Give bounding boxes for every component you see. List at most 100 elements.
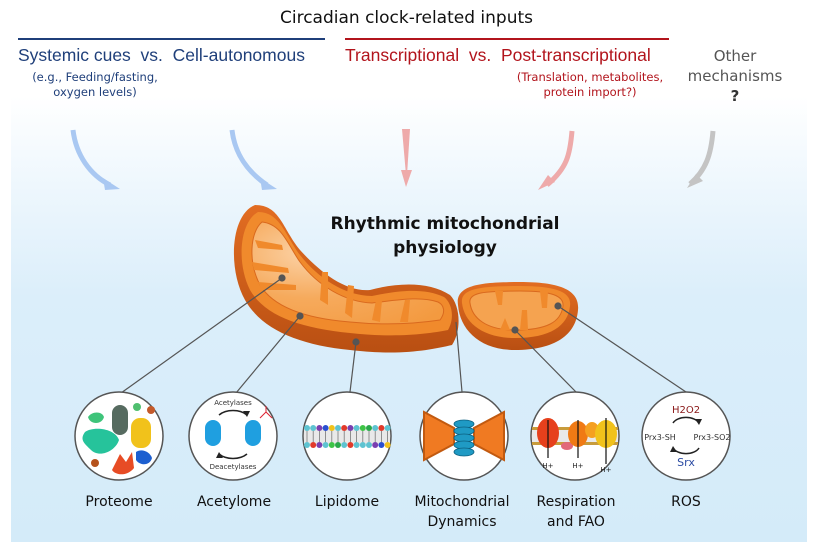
post-transcriptional-arrow xyxy=(538,130,575,190)
acetylome-circle: Acetylases Deacetylases xyxy=(188,391,278,481)
lipid-head xyxy=(328,442,335,448)
label-mitochondrial-dynamics: Mitochondrial Dynamics xyxy=(402,492,522,532)
other-line2: mechanisms xyxy=(687,67,783,85)
lipid-head xyxy=(310,425,317,431)
systemic-note-line2: oxygen levels) xyxy=(53,85,137,99)
connector-dot-ros xyxy=(554,302,562,310)
prx3-sh-label: Prx3-SH xyxy=(644,433,676,442)
connector-lipidome xyxy=(349,341,357,393)
lipid-head xyxy=(359,442,366,448)
label-lipidome: Lipidome xyxy=(287,492,407,512)
lipid-head xyxy=(347,425,354,431)
transcriptional-note-line1: (Translation, metabolites, xyxy=(516,70,664,84)
lipid-head xyxy=(322,442,329,448)
lipid-head xyxy=(372,425,379,431)
srx-label: Srx xyxy=(677,456,695,469)
systemic-note-line1: (e.g., Feeding/fasting, xyxy=(32,70,158,84)
center-title-line2: physiology xyxy=(393,238,497,258)
transcriptional-note-line2: protein import?) xyxy=(543,85,637,99)
lipid-head xyxy=(378,442,385,448)
lipid-head xyxy=(335,442,341,448)
lipid-head xyxy=(316,425,323,431)
respiration-circle: H+ H+ H+ xyxy=(530,391,620,481)
label-respiration-line1: Respiration xyxy=(536,494,616,510)
connector-dynamics xyxy=(455,321,463,393)
lipid-head xyxy=(335,425,341,431)
vs-label: vs. xyxy=(468,45,492,65)
lipid-head xyxy=(347,442,354,448)
connector-proteome xyxy=(120,277,283,394)
connector-acetylome xyxy=(235,315,301,394)
label-proteome: Proteome xyxy=(59,492,179,512)
lipid-head xyxy=(341,442,348,448)
systemic-cues-label: Systemic cues xyxy=(18,45,131,65)
label-ros: ROS xyxy=(626,492,746,512)
label-respiration-line2: and FAO xyxy=(547,514,605,530)
label-proteome-line1: Proteome xyxy=(85,494,153,510)
center-title: Rhythmic mitochondrial physiology xyxy=(300,212,590,260)
lipid-head xyxy=(310,442,317,448)
connector-ros xyxy=(557,305,687,393)
diagram-title: Circadian clock-related inputs xyxy=(280,8,533,28)
transcriptional-vs-post-heading: Transcriptional vs. Post-transcriptional xyxy=(345,45,651,66)
systemic-note: (e.g., Feeding/fasting, oxygen levels) xyxy=(10,70,180,100)
transcriptional-label: Transcriptional xyxy=(345,45,460,65)
mitochondrial-dynamics-circle xyxy=(419,391,509,481)
h2o2-label: H2O2 xyxy=(672,405,700,416)
connector-dot-respiration xyxy=(511,326,519,334)
connector-dot-proteome xyxy=(278,274,286,282)
lipid-head xyxy=(384,425,391,431)
proton-label-2: H+ xyxy=(572,462,583,470)
transcriptional-arrow xyxy=(401,129,412,187)
label-lipidome-line1: Lipidome xyxy=(314,494,380,510)
label-respiration-fao: Respiration and FAO xyxy=(516,492,636,532)
systemic-vs-cell-heading: Systemic cues vs. Cell-autonomous xyxy=(18,45,305,66)
question-mark: ? xyxy=(730,87,740,105)
lipid-head xyxy=(384,442,391,448)
other-line1: Other xyxy=(713,47,757,65)
center-title-line1: Rhythmic mitochondrial xyxy=(330,214,560,234)
large-mitochondrion xyxy=(233,205,459,353)
vs-label: vs. xyxy=(140,45,163,65)
connector-lines xyxy=(120,274,687,394)
systemic-arrow xyxy=(70,129,120,190)
transcriptional-group-rule xyxy=(345,38,669,40)
deacetylases-label: Deacetylases xyxy=(210,463,257,471)
lipid-head xyxy=(353,442,360,448)
label-ros-line1: ROS xyxy=(671,494,701,510)
lipid-head xyxy=(366,425,372,431)
other-mechanisms-arrow xyxy=(687,130,716,188)
label-acetylome: Acetylome xyxy=(174,492,294,512)
cell-autonomous-label: Cell-autonomous xyxy=(172,45,305,65)
proton-label-3: H+ xyxy=(600,466,611,474)
lipid-head xyxy=(359,425,366,431)
small-mitochondrion xyxy=(457,282,579,350)
connector-dot-lipidome xyxy=(352,338,360,346)
label-acetylome-line1: Acetylome xyxy=(196,494,272,510)
label-dynamics-line1: Mitochondrial xyxy=(414,494,510,510)
prx3-so2-label: Prx3-SO2 xyxy=(694,433,731,442)
lipid-head xyxy=(366,442,372,448)
ros-circle: H2O2 Prx3-SH Prx3-SO2 Srx xyxy=(641,391,731,481)
acetylases-label: Acetylases xyxy=(214,399,252,407)
lipidome-circle xyxy=(302,391,392,481)
lipid-head xyxy=(304,442,310,448)
other-mechanisms-heading: Other mechanisms ? xyxy=(680,46,790,106)
lipid-head xyxy=(378,425,385,431)
lipid-head xyxy=(341,425,348,431)
lipid-head xyxy=(304,425,310,431)
label-dynamics-line2: Dynamics xyxy=(427,514,497,530)
proteome-circle xyxy=(74,391,164,481)
lipid-head xyxy=(328,425,335,431)
lipid-head xyxy=(372,442,379,448)
lipid-head xyxy=(322,425,329,431)
lipid-head xyxy=(316,442,323,448)
connector-dot-acetylome xyxy=(296,312,304,320)
post-transcriptional-label: Post-transcriptional xyxy=(500,45,651,65)
systemic-group-rule xyxy=(18,38,325,40)
lipid-head xyxy=(353,425,360,431)
connector-respiration xyxy=(514,329,577,393)
transcriptional-note: (Translation, metabolites, protein impor… xyxy=(500,70,680,100)
cell-autonomous-arrow xyxy=(229,129,277,190)
